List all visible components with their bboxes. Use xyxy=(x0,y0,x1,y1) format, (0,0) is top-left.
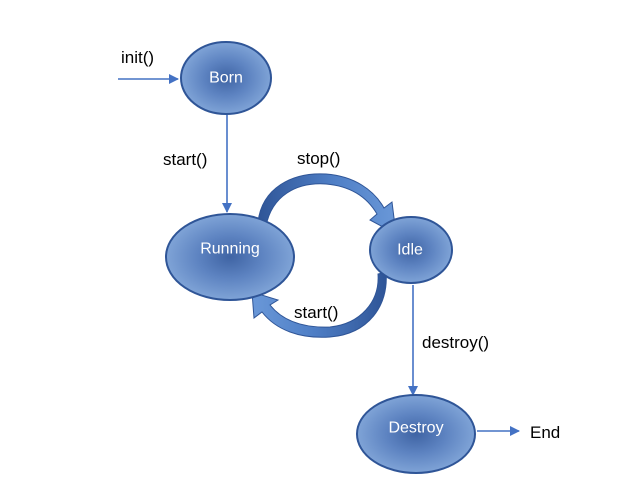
edge-label-start-idle-running: start() xyxy=(294,303,338,322)
state-node-destroy: Destroy xyxy=(356,394,476,474)
state-node-running: Running xyxy=(165,213,295,301)
state-node-idle-label: Idle xyxy=(397,242,423,259)
edge-label-start-born-running: start() xyxy=(163,150,207,169)
edge-label-stop: stop() xyxy=(297,149,340,168)
state-node-idle: Idle xyxy=(369,216,453,284)
edge-label-init: init() xyxy=(121,48,154,67)
edge-label-destroy: destroy() xyxy=(422,333,489,352)
state-node-running-label: Running xyxy=(200,241,260,258)
state-node-born-label: Born xyxy=(209,70,243,87)
state-node-destroy-label: Destroy xyxy=(388,420,443,437)
state-node-born: Born xyxy=(180,41,272,115)
stop-curved-arrow xyxy=(257,173,397,235)
edge-label-end: End xyxy=(530,423,560,442)
